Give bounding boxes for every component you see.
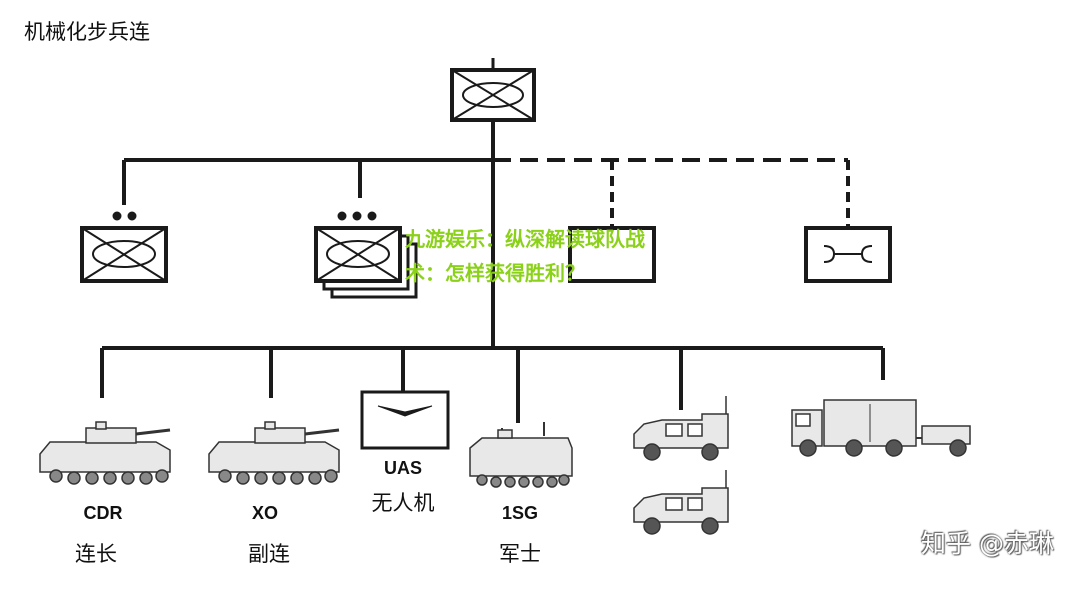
apc-vehicle-icon: [469, 422, 573, 488]
infantry-platoons-symbol-icon: [314, 211, 418, 299]
unit-code-cdr: CDR: [83, 503, 123, 523]
uas-symbol-icon: [360, 390, 450, 450]
chart-title: 机械化步兵连: [24, 20, 150, 44]
maintenance-symbol-icon: [804, 226, 892, 283]
unit-name-xo: 副连: [248, 542, 290, 566]
cargo-truck-icon: [791, 399, 971, 457]
ifv-vehicle-icon: [208, 421, 340, 485]
overlay-headline: 九游娱乐：纵深解读球队战术：怎样获得胜利？: [405, 227, 645, 285]
watermark: 知乎 @赤琳: [921, 529, 1054, 558]
unit-name-uas: 无人机: [371, 491, 435, 515]
unit-code-1sg: 1SG: [501, 503, 539, 523]
unit-code-xo: XO: [251, 503, 278, 523]
unit-code-uas: UAS: [383, 458, 422, 478]
hmmwv-vehicle-icon: [633, 396, 729, 461]
attached-unit-symbol-icon: [568, 226, 656, 283]
infantry-company-symbol-icon: [450, 58, 536, 122]
ifv-vehicle-icon: [39, 421, 171, 485]
unit-name-1sg: 军士: [499, 542, 541, 566]
unit-name-cdr: 连长: [75, 542, 117, 566]
hmmwv-vehicle-icon: [633, 470, 729, 535]
infantry-section-symbol-icon: [80, 211, 168, 283]
